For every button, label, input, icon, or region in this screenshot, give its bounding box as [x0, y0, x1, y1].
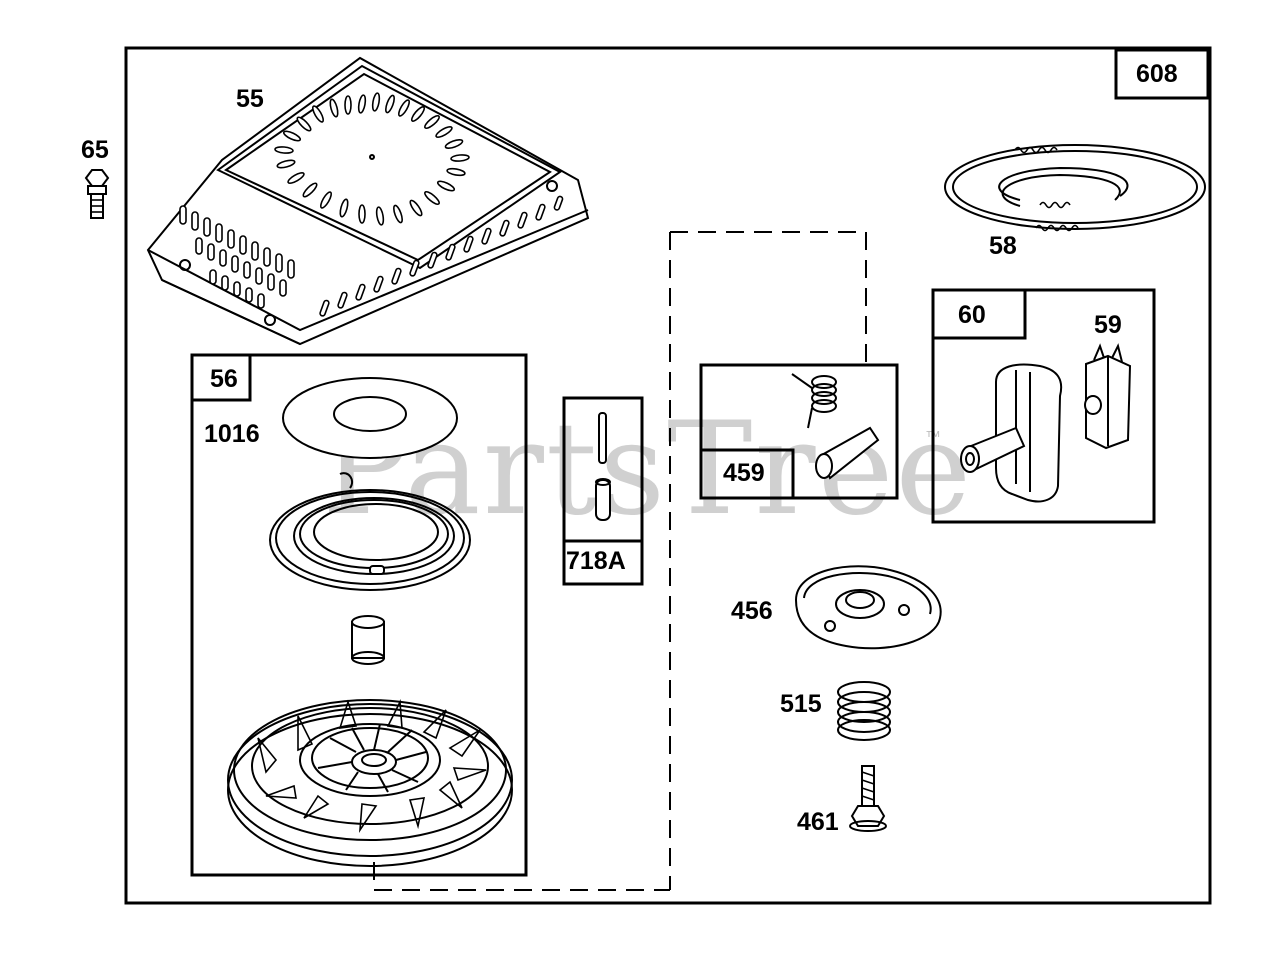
- handle-kit-box: [931, 288, 1156, 524]
- leader-lines: [373, 231, 867, 891]
- pin-short-icon: [595, 478, 611, 521]
- spring-cup-icon: [351, 615, 385, 665]
- handle-kit-label-box: [931, 288, 1027, 340]
- dog-kit-box: [699, 363, 899, 500]
- pin-kit-box: [562, 396, 644, 586]
- assembly-frame: [124, 46, 1212, 905]
- bolt-icon: [84, 169, 110, 219]
- spring-icon: [837, 681, 891, 741]
- handle-insert-icon: [1084, 343, 1132, 450]
- cover-icon: [146, 56, 590, 346]
- label-screw: 461: [797, 808, 839, 836]
- starter-handle-icon: [960, 363, 1063, 503]
- cover-vents-top: [274, 92, 470, 226]
- washer-icon: [282, 377, 458, 459]
- dog-kit-label-box: [699, 448, 795, 500]
- dog-icon: [815, 426, 880, 480]
- label-starter-kit: 56: [210, 365, 238, 393]
- screw-icon: [849, 765, 887, 832]
- cover-vents-right: [319, 195, 564, 317]
- label-assembly: 608: [1136, 60, 1178, 88]
- label-recoil-spring: 1016: [204, 420, 260, 448]
- starter-kit-box: [190, 353, 528, 877]
- recoil-spring-icon: [269, 472, 471, 591]
- assembly-label-box: [1114, 48, 1210, 100]
- dog-spring-icon: [791, 373, 837, 429]
- starter-kit-label-box: [190, 353, 252, 402]
- label-bolt: 65: [81, 136, 109, 164]
- cover-vents-left: [179, 205, 295, 309]
- label-handle-kit: 60: [958, 301, 986, 329]
- label-pin-kit: 718A: [566, 547, 626, 575]
- pulley-icon: [227, 699, 513, 867]
- label-retainer: 456: [731, 597, 773, 625]
- label-handle-insert: 59: [1094, 311, 1122, 339]
- label-cover: 55: [236, 85, 264, 113]
- label-rope: 58: [989, 232, 1017, 260]
- rope-icon: [944, 144, 1206, 232]
- pin-long-icon: [598, 412, 607, 464]
- label-dog-kit: 459: [723, 459, 765, 487]
- label-spring: 515: [780, 690, 822, 718]
- retainer-icon: [794, 565, 942, 650]
